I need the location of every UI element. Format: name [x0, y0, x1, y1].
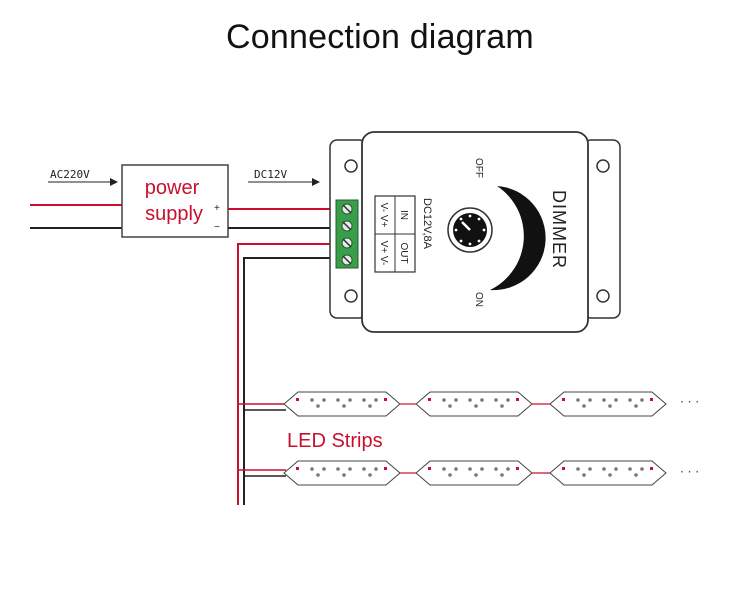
mounting-hole-icon	[596, 159, 610, 173]
dimmer-output-wires	[237, 243, 338, 505]
dc-output-label: DC12V	[254, 168, 287, 181]
power-supply: power supply + −	[121, 164, 229, 238]
terminal-in-label: IN	[398, 210, 409, 220]
ac-input-wires: AC220V	[30, 168, 122, 229]
led-strips-label: LED Strips	[287, 430, 383, 452]
mounting-hole-icon	[344, 159, 358, 173]
terminal-legend: IN OUT V- V+ V+ V-	[374, 195, 416, 273]
page-title: Connection diagram	[226, 18, 534, 56]
mounting-hole-icon	[344, 289, 358, 303]
terminal-out-label: OUT	[398, 242, 409, 263]
ac-input-label: AC220V	[50, 168, 90, 181]
led-strip-row-1: · · ·	[238, 391, 699, 417]
rating-label: DC12V,8A	[421, 198, 433, 250]
strip-continuation-label: · · ·	[680, 395, 699, 409]
ps-minus-label: −	[214, 222, 220, 233]
terminal-out-pins: V+ V-	[378, 241, 389, 266]
knob-on-label: ON	[473, 292, 484, 307]
knob-off-label: OFF	[473, 158, 484, 178]
dimmer-unit: IN OUT V- V+ V+ V- DC12V,8A DIMMER	[329, 131, 621, 333]
ps-plus-label: +	[214, 203, 220, 214]
power-supply-label-line2: supply	[145, 203, 203, 225]
terminal-in-pins: V- V+	[378, 203, 389, 228]
terminal-block	[335, 199, 359, 269]
dimmer-knob-icon[interactable]	[447, 207, 493, 253]
dc-output-wires: DC12V	[228, 168, 338, 229]
brightness-arc-icon	[490, 186, 546, 291]
dimmer-label: DIMMER	[549, 190, 569, 269]
led-strip-row-2: · · ·	[238, 460, 699, 486]
power-supply-label-line1: power	[145, 177, 200, 199]
strip-continuation-label: · · ·	[680, 465, 699, 479]
mounting-hole-icon	[596, 289, 610, 303]
